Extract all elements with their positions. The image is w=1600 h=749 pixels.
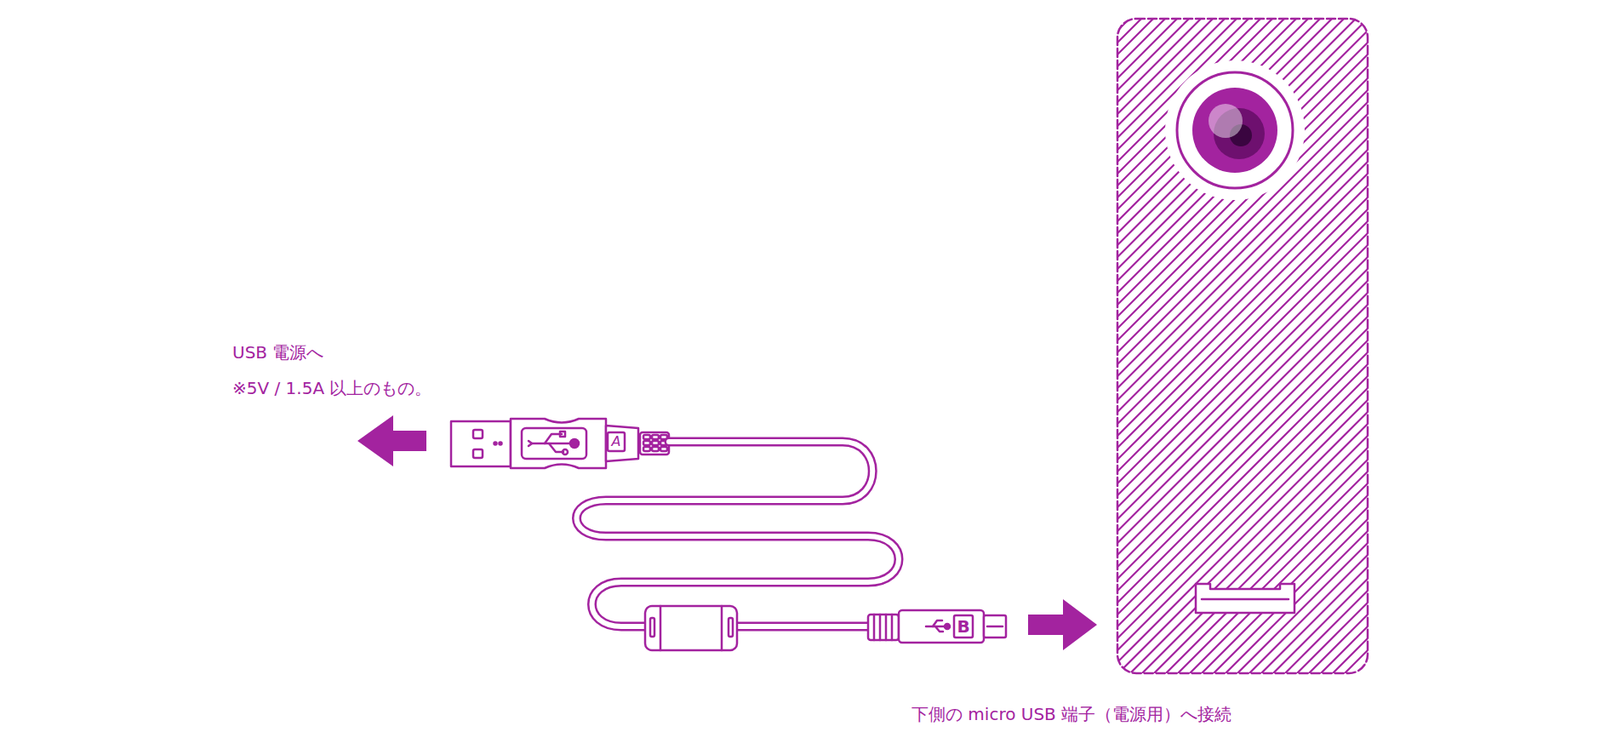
hatch-line xyxy=(1117,18,1368,674)
caption-text: 下側の micro USB 端子（電源用）へ接続 xyxy=(911,703,1232,725)
usb-icon xyxy=(528,431,579,455)
hatch-line xyxy=(1117,18,1368,674)
hatch-line xyxy=(1165,18,1368,674)
arrow-right xyxy=(1028,599,1098,651)
type-a-box xyxy=(607,432,625,452)
hatch-line xyxy=(1130,18,1368,674)
usb-a-plug xyxy=(451,421,511,467)
type-b-box xyxy=(954,615,973,638)
usb-a-body xyxy=(510,418,606,469)
hatch-line xyxy=(1142,18,1368,674)
port-recess xyxy=(1195,583,1295,613)
hatch-line xyxy=(1117,18,1368,674)
hatch-line xyxy=(1117,18,1356,674)
hatch-line xyxy=(1117,18,1368,674)
hatch-line xyxy=(1320,18,1368,674)
arrow-left xyxy=(357,415,427,467)
hatch-line xyxy=(1117,18,1368,674)
usb-a-neck xyxy=(605,425,639,462)
plug-slot xyxy=(987,625,1003,629)
micro-b-plug xyxy=(983,615,1006,638)
lens-clear xyxy=(1165,60,1305,200)
hatch-line xyxy=(1118,18,1368,674)
connector-letter: B xyxy=(956,616,970,637)
hatch-line xyxy=(1117,18,1368,674)
hatch-line xyxy=(1117,18,1368,674)
hatch-line xyxy=(1117,18,1368,674)
hatch-line xyxy=(1117,18,1368,674)
ferrite-core xyxy=(645,605,738,651)
plug-hole xyxy=(473,429,483,439)
hatch-line xyxy=(1356,18,1368,674)
micro-b-strain-relief xyxy=(868,614,899,640)
hatch-line xyxy=(1117,18,1368,674)
lens-ring xyxy=(1177,72,1293,189)
hatch-line xyxy=(1297,18,1368,674)
hatch-line xyxy=(1117,18,1368,674)
plug-dot xyxy=(494,442,498,446)
lens xyxy=(1192,87,1278,173)
connector-letter: A xyxy=(611,433,622,450)
micro-b-body xyxy=(898,610,984,643)
hatch-line xyxy=(1117,18,1368,674)
hatch-line xyxy=(1117,18,1368,674)
hatch-line xyxy=(1117,18,1368,674)
lens-highlight xyxy=(1208,103,1243,138)
hatch-line xyxy=(1308,18,1368,674)
hatch-line xyxy=(1177,18,1368,674)
usb-icon xyxy=(925,620,950,632)
usb-icon-box xyxy=(521,428,587,459)
hatch-line xyxy=(1117,18,1368,674)
hatch-line xyxy=(1117,18,1285,674)
hatch-line xyxy=(1117,18,1368,674)
cable xyxy=(577,441,900,627)
note-text: ※5V / 1.5A 以上のもの。 xyxy=(232,377,432,399)
hatch-line xyxy=(1344,18,1368,674)
hatch-line xyxy=(1117,18,1368,674)
plug-hole xyxy=(473,449,483,458)
plug-dot xyxy=(499,442,503,446)
device-hatching xyxy=(1117,18,1368,674)
device-outline xyxy=(1117,18,1368,674)
hatch-line xyxy=(1332,18,1368,674)
note-text: USB 電源へ xyxy=(232,342,324,363)
